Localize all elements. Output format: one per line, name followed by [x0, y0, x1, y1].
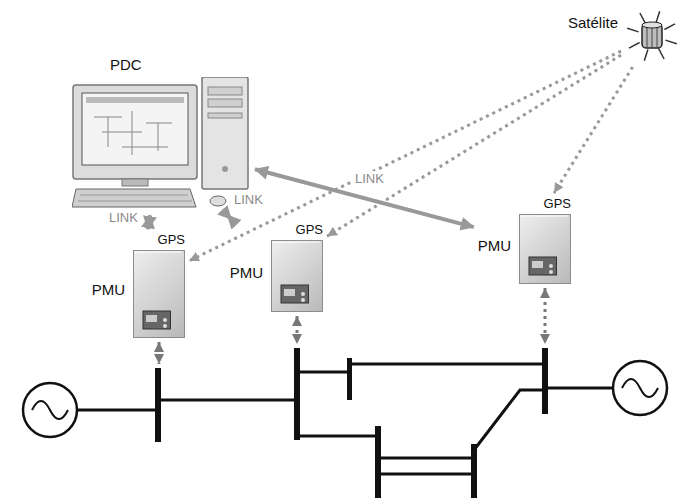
satellite-icon: [624, 8, 680, 64]
gps-label: GPS: [544, 197, 571, 212]
pdc-computer: PDC: [72, 56, 252, 212]
gps-signal-arrow: [554, 67, 633, 193]
pmu-device: GPS PMU: [92, 233, 185, 338]
pmu-device: GPS PMU: [230, 223, 323, 312]
gps-signal-arrow: [327, 55, 621, 236]
pmu-label: PMU: [478, 237, 511, 254]
gps-label: GPS: [296, 223, 323, 238]
gps-label: GPS: [158, 233, 185, 248]
computer-icon: [72, 77, 252, 212]
pmu-housing: [133, 250, 185, 338]
link-arrow: [228, 215, 232, 219]
pmu-label: PMU: [230, 264, 263, 281]
node-label: Satélite: [568, 14, 618, 31]
node-label: PDC: [110, 56, 142, 73]
link-arrow: [148, 215, 150, 229]
pmu-housing: [271, 240, 323, 312]
link-label: LINK: [107, 210, 140, 226]
pmu-device: GPS PMU: [478, 197, 571, 284]
link-arrow: [255, 169, 474, 227]
pmu-label: PMU: [92, 281, 125, 298]
satellite: Satélite: [568, 8, 680, 64]
link-label: LINK: [232, 192, 265, 208]
generator-symbol: [23, 383, 77, 437]
link-label: LINK: [353, 171, 386, 187]
generator-symbol: [613, 361, 667, 415]
pmu-housing: [519, 214, 571, 284]
